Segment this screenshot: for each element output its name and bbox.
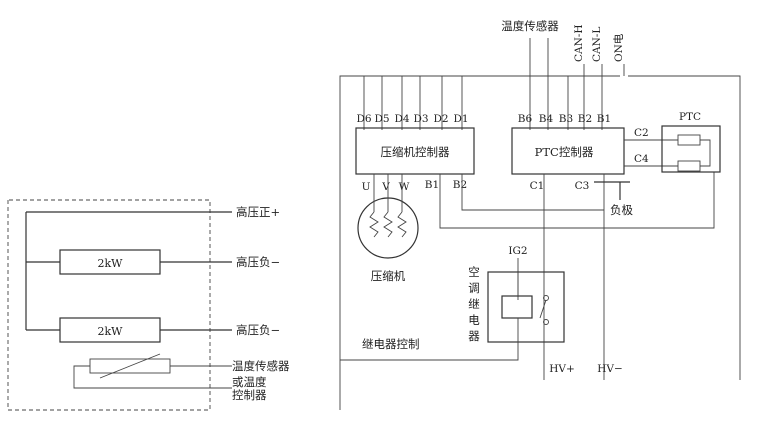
compressor-motor — [357, 174, 419, 259]
hv-negative-label-2: 高压负− — [236, 323, 280, 337]
ptc-resistor-2 — [677, 160, 701, 172]
on-power-label: ON电 — [612, 33, 625, 62]
can-l-label: CAN-L — [591, 27, 603, 62]
right-frame-right — [628, 75, 741, 380]
can-h-label: CAN-H — [573, 24, 585, 62]
ac-relay-char-4: 电 — [468, 313, 480, 327]
ptc-resistor-1 — [677, 134, 701, 146]
relay-control-label: 继电器控制 — [362, 337, 420, 351]
hv-minus-label: HV− — [597, 363, 623, 375]
ac-relay-box — [487, 271, 565, 343]
comp-b1-wire — [439, 172, 715, 229]
hv-positive-label: 高压正+ — [236, 205, 280, 219]
right-controller-diagram: 温度传感器 CAN-H CAN-L ON电 D6 D5 D4 D3 D2 D1 … — [339, 19, 741, 410]
temp-controller-label-1: 或温度 — [232, 375, 267, 389]
compressor-controller-box — [355, 127, 475, 175]
relay-control-wire — [340, 342, 519, 361]
pin-c1: C1 — [530, 180, 545, 192]
pin-comp-b1: B1 — [425, 179, 439, 191]
temp-sensor-label: 温度传感器 — [232, 359, 290, 373]
ptc-label: PTC — [679, 111, 701, 123]
pin-b4: B4 — [539, 113, 554, 125]
pin-c4: C4 — [634, 153, 649, 165]
ptc-controller-title: PTC控制器 — [535, 145, 594, 159]
ac-relay-char-3: 继 — [468, 297, 480, 311]
left-heater-diagram: 2kW 2kW 高压正+ 高压负− 高压负− 温度传感器 或温度 控制器 — [7, 199, 290, 411]
ptc-heater-box — [661, 125, 721, 173]
temp-sensor-arrow — [99, 353, 161, 379]
right-frame-top-left — [339, 75, 620, 410]
pin-c2: C2 — [634, 127, 649, 139]
temp-sensor-element — [89, 358, 171, 374]
heater-2-label: 2kW — [98, 325, 124, 338]
pin-b6: B6 — [518, 113, 533, 125]
pin-d3: D3 — [413, 113, 428, 125]
compressor-controller-title: 压缩机控制器 — [381, 145, 450, 159]
heater-1-label: 2kW — [98, 257, 124, 270]
pin-w: W — [399, 181, 410, 193]
comp-b2-wire — [461, 174, 604, 211]
hv-negative-label-1: 高压负− — [236, 255, 280, 269]
ptc-controller-box — [511, 127, 625, 175]
ac-relay-char-5: 器 — [468, 329, 480, 343]
pin-v: V — [381, 181, 390, 193]
pin-b3: B3 — [559, 113, 573, 125]
ptc-internal-wires — [664, 139, 711, 167]
negative-label: 负极 — [610, 203, 633, 217]
pin-d2: D2 — [433, 113, 448, 125]
pin-d5: D5 — [374, 113, 389, 125]
pin-b1: B1 — [597, 113, 611, 125]
compressor-label: 压缩机 — [371, 269, 406, 283]
pin-d6: D6 — [356, 113, 371, 125]
ptc-top-wires — [529, 38, 625, 130]
ig2-label: IG2 — [508, 245, 527, 257]
temp-controller-label-2: 控制器 — [232, 388, 267, 402]
compressor-top-wires — [363, 76, 463, 130]
relay-switch-arm — [539, 299, 547, 319]
pin-d4: D4 — [394, 113, 409, 125]
left-enclosure — [7, 199, 211, 411]
relay-contact-bottom — [543, 319, 549, 325]
ac-relay-char-1: 空 — [468, 265, 480, 279]
top-temp-sensor-label: 温度传感器 — [501, 19, 559, 33]
pin-b2: B2 — [578, 113, 592, 125]
pin-u: U — [362, 181, 371, 193]
pin-c3: C3 — [575, 180, 590, 192]
relay-coil — [501, 295, 533, 319]
pin-d1: D1 — [453, 113, 468, 125]
temp-sensor-wire — [73, 365, 232, 389]
hv-plus-label: HV+ — [549, 363, 575, 375]
pin-comp-b2: B2 — [453, 179, 467, 191]
ac-relay-char-2: 调 — [468, 281, 480, 295]
